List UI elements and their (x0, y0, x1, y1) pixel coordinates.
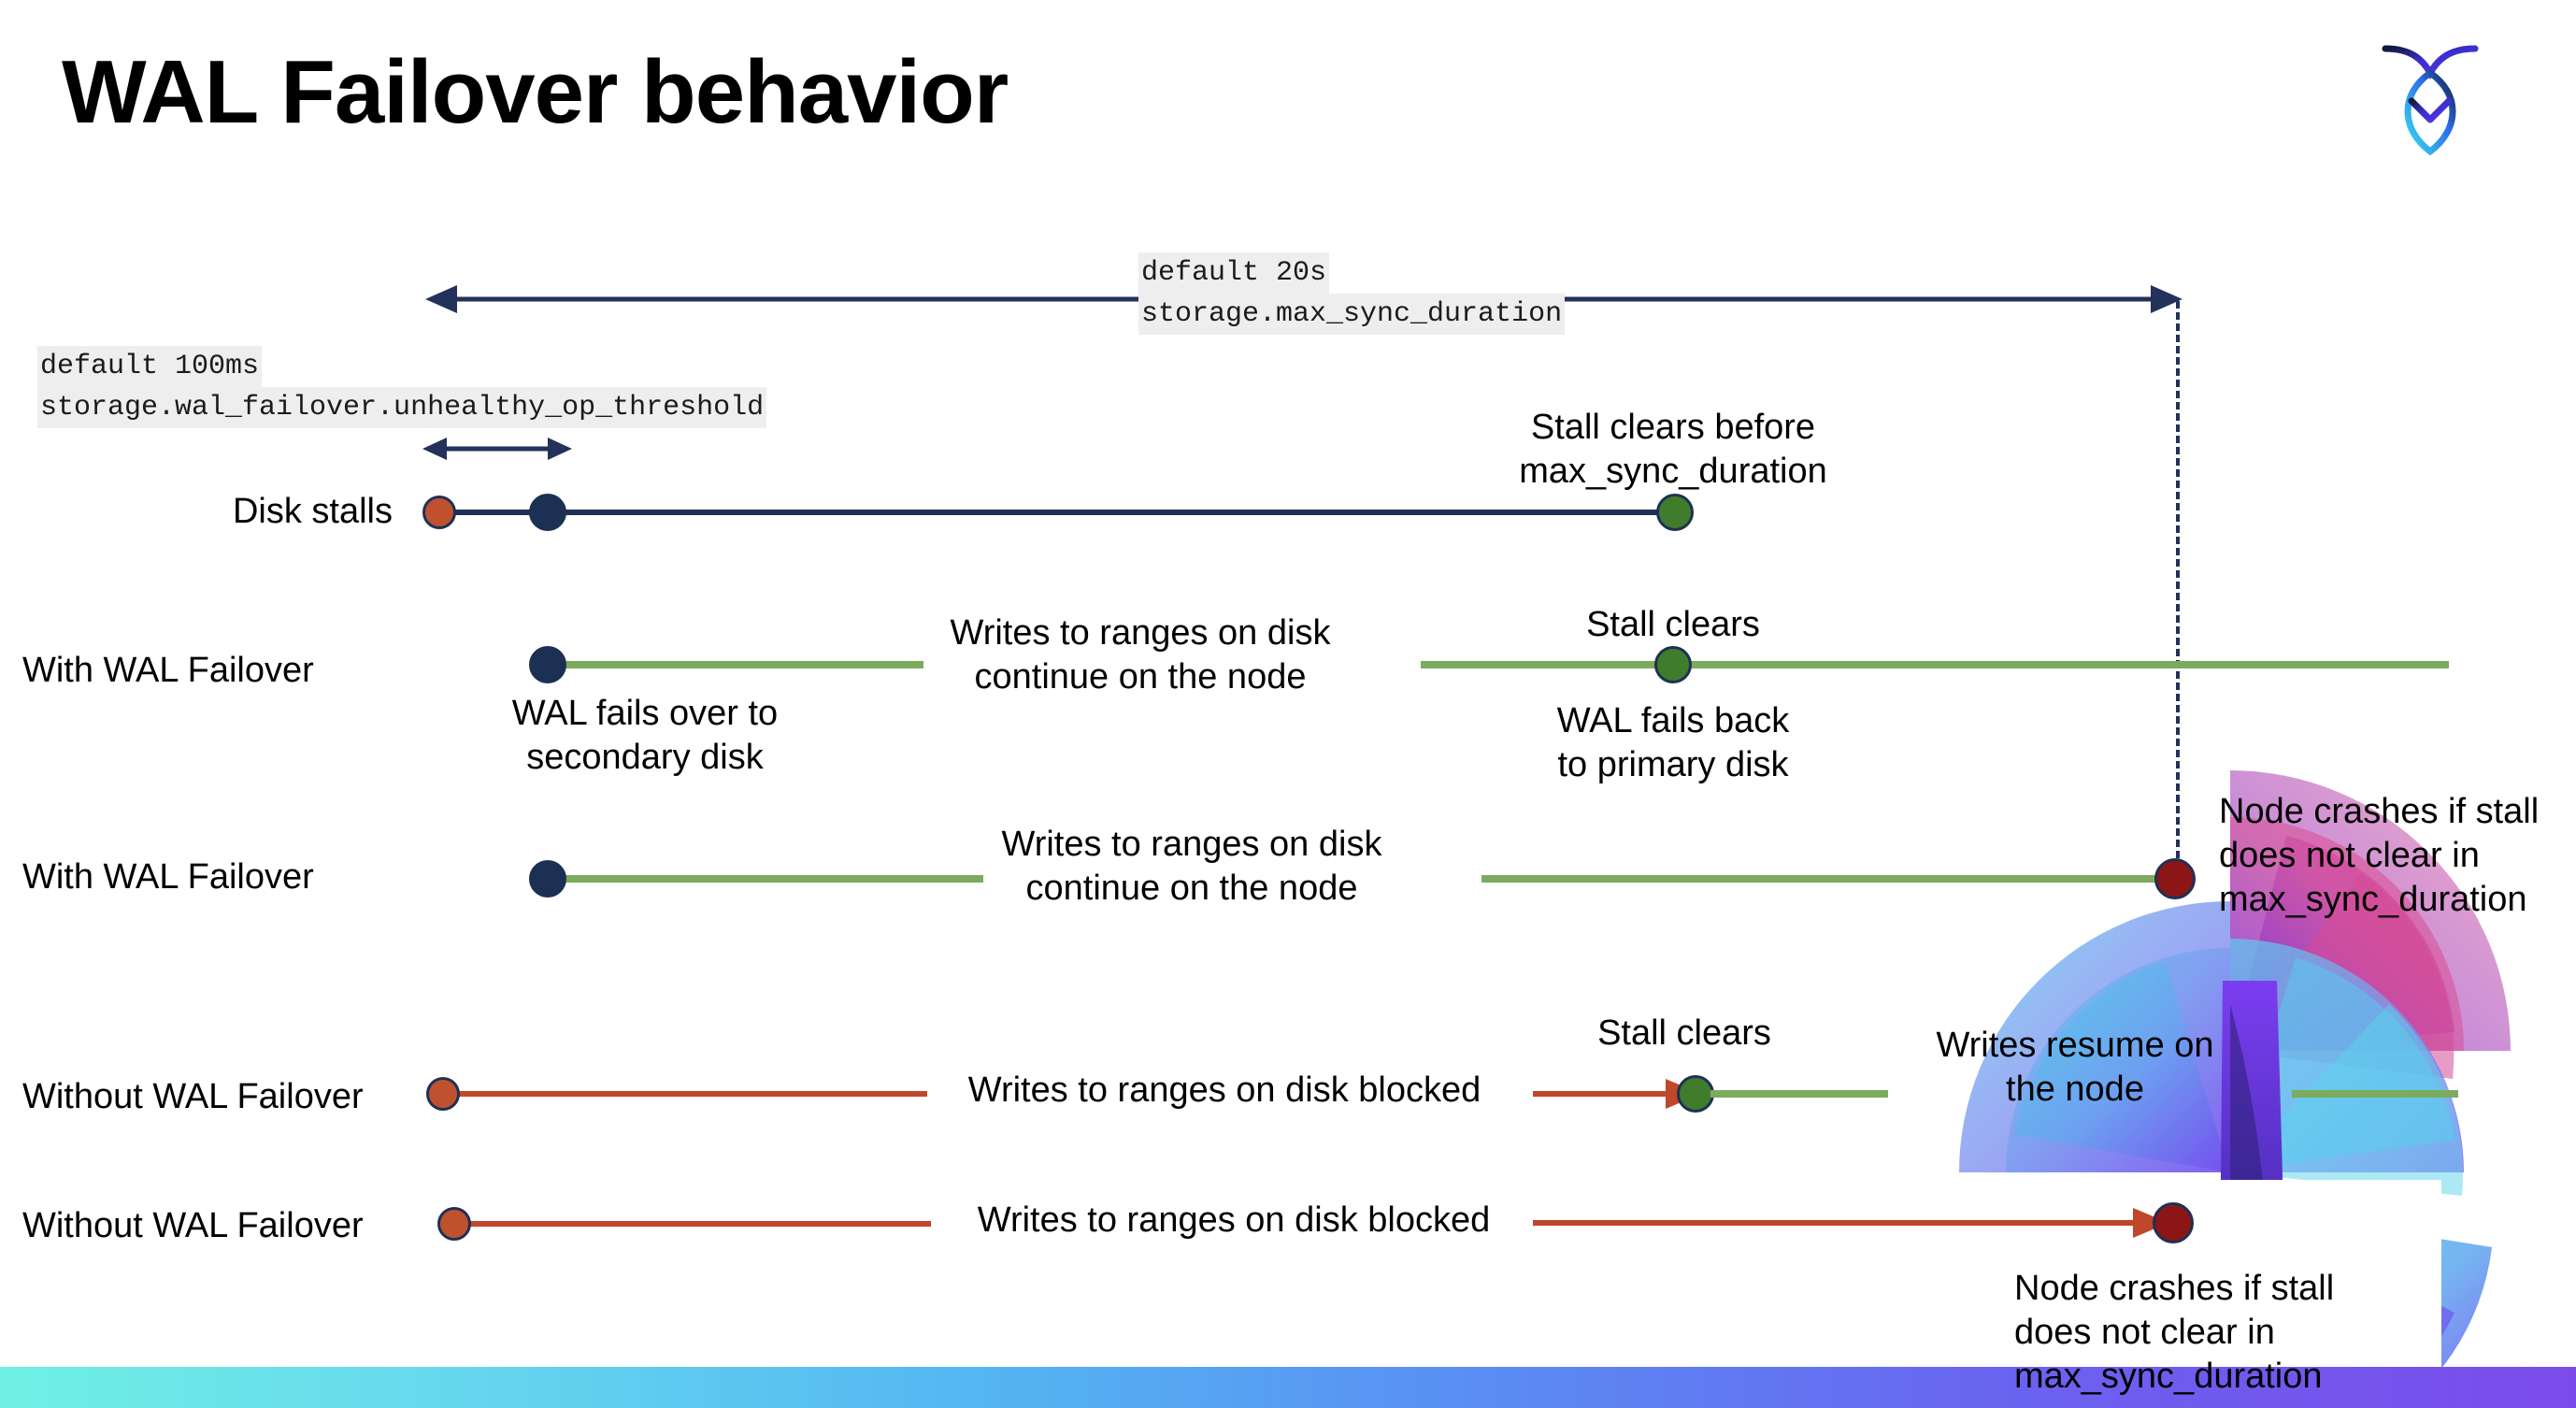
without-failover-crash-dot (2153, 1202, 2194, 1243)
note-node-crashes-1: Node crashes if stall does not clear in … (2219, 792, 2540, 919)
disk-stall-line (441, 510, 1675, 515)
with-failover-crash-line-right (1481, 875, 2173, 883)
note-stall-clears-2: Stall clears (1586, 605, 1760, 644)
cockroachdb-logo-icon (2374, 28, 2486, 159)
note-stall-clears-before-max-sync: Stall clears before max_sync_duration (1519, 408, 1827, 491)
note-writes-blocked-1: Writes to ranges on disk blocked (967, 1070, 1481, 1110)
max-sync-duration-annotation: default 20s storage.max_sync_duration (1138, 252, 1566, 335)
without-failover-resume-line-b (2292, 1090, 2458, 1098)
row-label-without-wal-failover-1: Without WAL Failover (22, 1077, 364, 1116)
note-wal-fails-over-secondary: WAL fails over to secondary disk (511, 694, 779, 777)
max-sync-setting-label: storage.max_sync_duration (1138, 294, 1566, 335)
note-writes-continue-2: Writes to ranges on disk continue on the… (1001, 825, 1382, 908)
without-failover-blocked-line-a (451, 1091, 927, 1097)
caption-backdrop (1974, 1180, 2441, 1367)
disk-stall-cleared-dot (1656, 494, 1694, 531)
with-failover-crash-line-left (544, 875, 983, 883)
row-label-disk-stalls: Disk stalls (232, 492, 393, 531)
disk-stall-detected-dot (529, 494, 566, 531)
without-failover-stall-clears-dot (1677, 1075, 1714, 1113)
without-failover-start-dot (426, 1077, 460, 1111)
bottom-gradient-bar (0, 1367, 2576, 1408)
note-writes-continue-1: Writes to ranges on disk continue on the… (950, 613, 1331, 697)
unhealthy-op-setting-label: storage.wal_failover.unhealthy_op_thresh… (37, 387, 767, 428)
without-failover-crash-start-dot (437, 1207, 471, 1241)
row-label-with-wal-failover-2: With WAL Failover (22, 857, 314, 897)
without-failover-crash-line-a (464, 1221, 931, 1227)
max-sync-duration-dropline (2176, 301, 2180, 881)
unhealthy-op-threshold-annotation: default 100ms storage.wal_failover.unhea… (37, 346, 767, 428)
note-writes-resume-node: Writes resume on the node (1936, 1026, 2214, 1109)
with-failover-start-dot (529, 646, 566, 683)
with-failover-stall-clears-dot (1654, 646, 1692, 683)
with-failover-crash-start-dot (529, 860, 566, 898)
note-writes-blocked-2: Writes to ranges on disk blocked (977, 1200, 1491, 1240)
without-failover-crash-arrow (1533, 1202, 2168, 1243)
disk-stall-start-dot (422, 496, 456, 529)
without-failover-blocked-arrow-a (1533, 1073, 1701, 1114)
with-failover-line-left (544, 661, 923, 668)
row-label-with-wal-failover-1: With WAL Failover (22, 651, 314, 690)
unhealthy-op-threshold-arrow (422, 432, 572, 466)
with-failover-crash-dot (2154, 858, 2196, 899)
note-stall-clears-3: Stall clears (1597, 1013, 1771, 1053)
row-label-without-wal-failover-2: Without WAL Failover (22, 1206, 364, 1245)
without-failover-resume-line-a (1710, 1090, 1888, 1098)
page-title: WAL Failover behavior (62, 42, 1009, 142)
unhealthy-op-default-label: default 100ms (37, 346, 263, 387)
note-node-crashes-2: Node crashes if stall does not clear in … (2014, 1269, 2335, 1396)
max-sync-default-label: default 20s (1138, 252, 1330, 294)
with-failover-line-right (1421, 661, 2449, 668)
note-wal-fails-back-primary: WAL fails back to primary disk (1556, 701, 1790, 784)
